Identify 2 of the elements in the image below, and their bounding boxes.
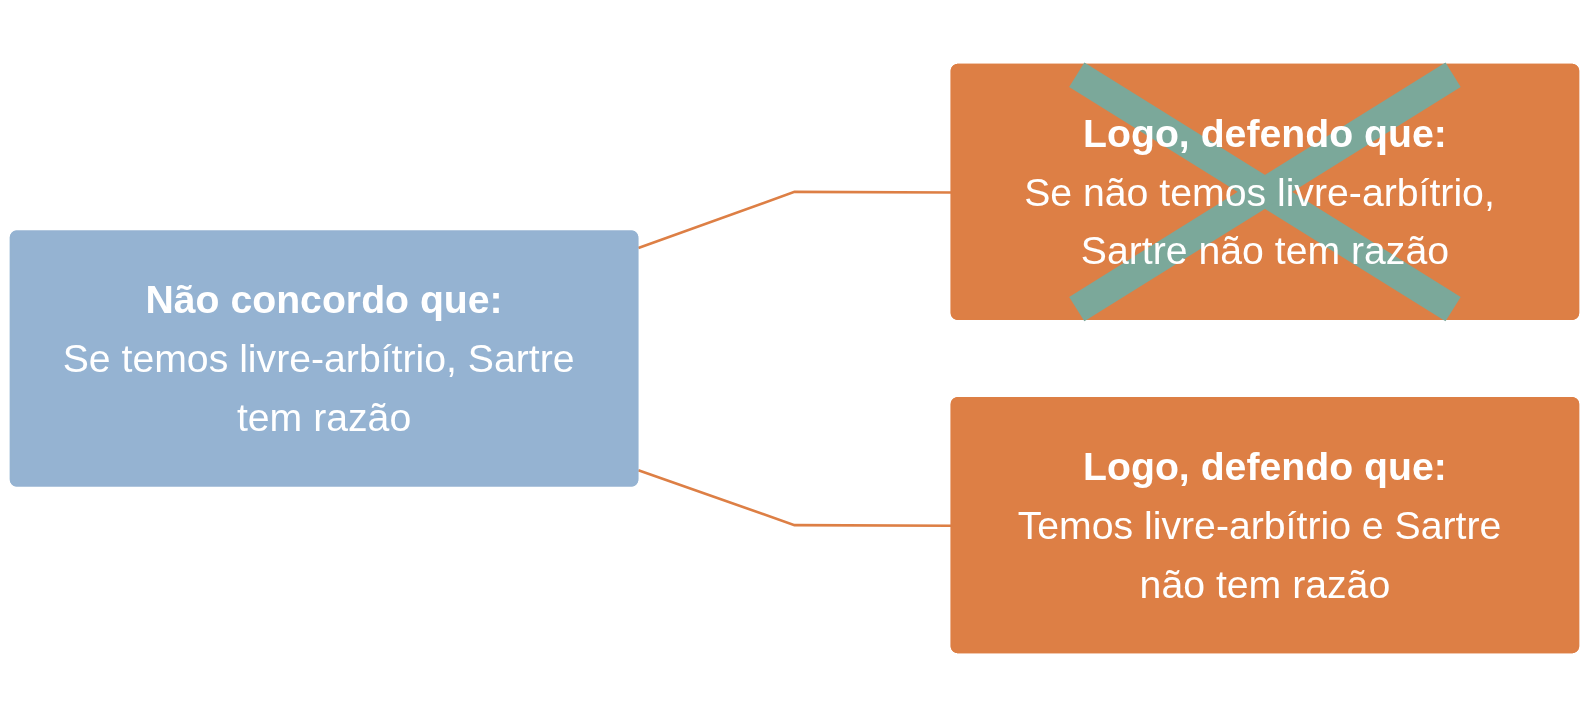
connector	[637, 469, 952, 528]
connector	[637, 190, 952, 250]
